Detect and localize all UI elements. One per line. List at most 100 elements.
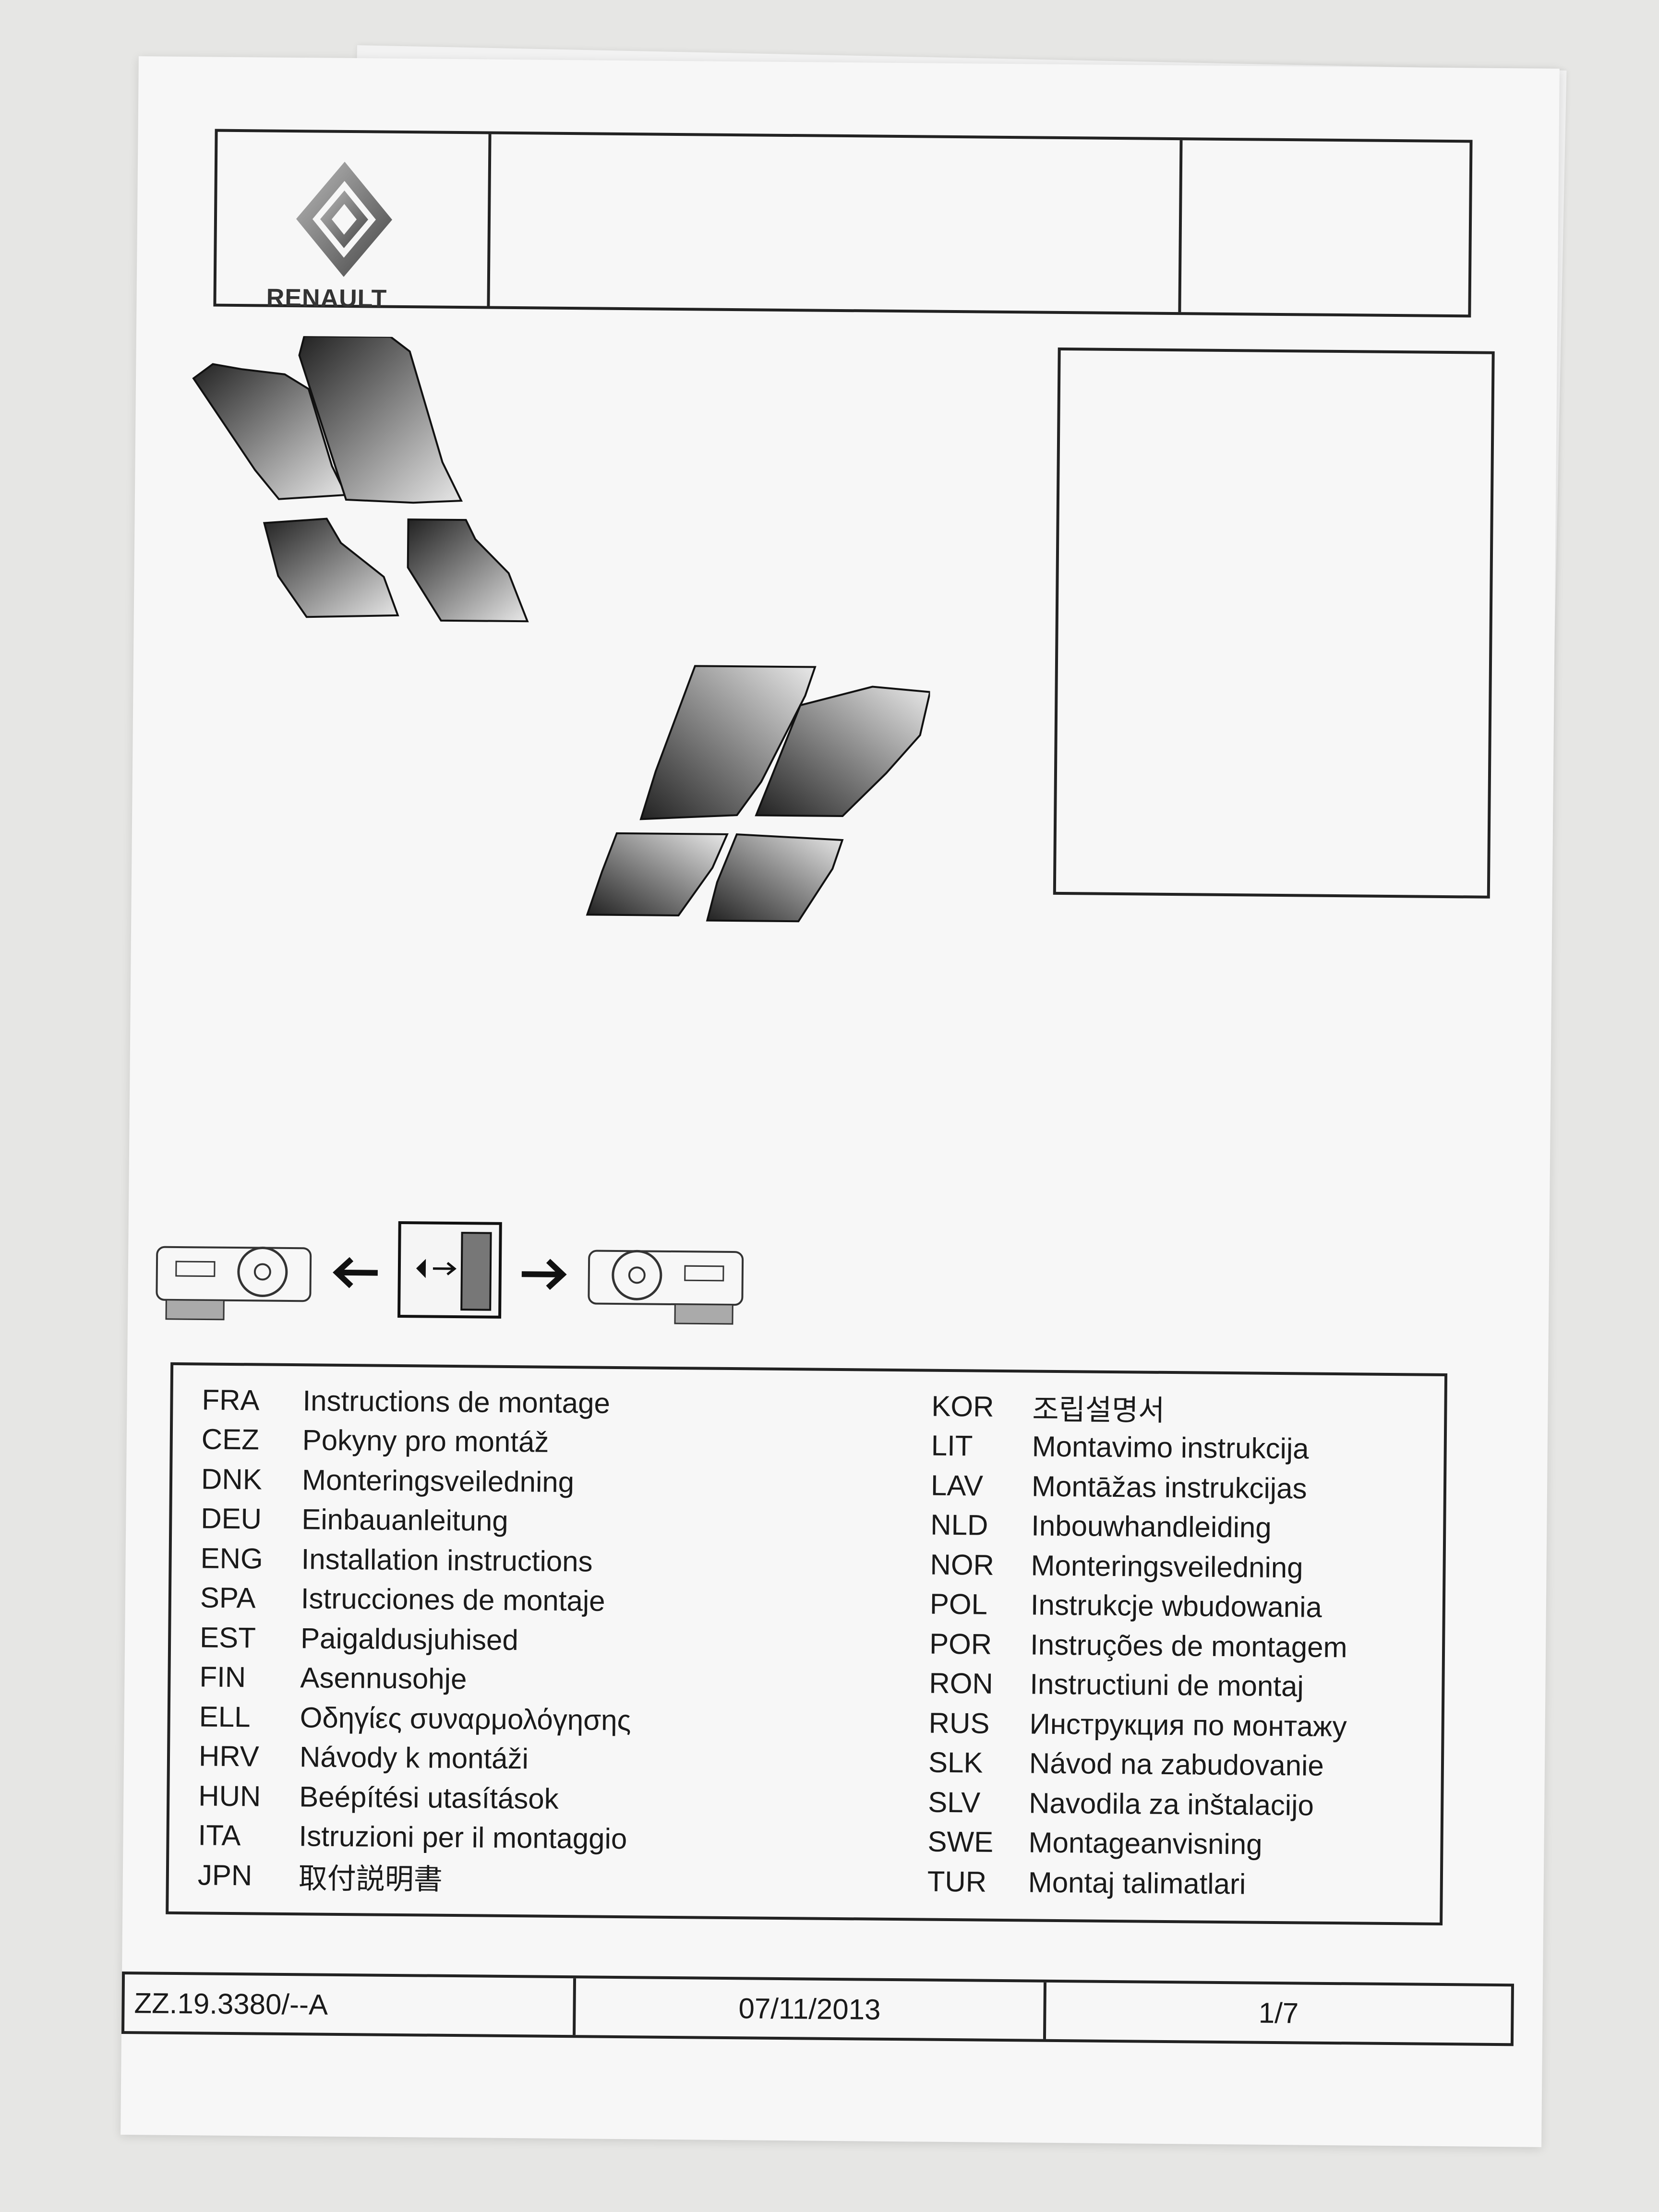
language-title: Installation instructions [301,1542,593,1578]
header-title-cell [490,134,1183,313]
language-title: Montageanvisning [1028,1826,1262,1861]
language-title: Montavimo instrukcija [1032,1430,1309,1465]
dashboard-lhd-icon [156,1246,312,1321]
language-code: SPA [200,1581,256,1614]
language-code: ITA [198,1819,241,1852]
rear-right-mat-a [586,832,729,917]
language-code: SLK [928,1746,983,1779]
dashboard-rhd-icon [588,1250,744,1325]
language-title: Istruzioni per il montaggio [299,1820,627,1855]
language-row: CEZ Pokyny pro montáž [201,1419,826,1465]
page-number: 1/7 [1258,1996,1299,2029]
header-frame: RENAULT [213,129,1475,318]
header-right-cell [1181,140,1475,314]
language-title: Einbauanleitung [301,1503,509,1538]
language-title: Instrukcje wbudowania [1030,1588,1322,1624]
language-row: EST Paigaldusjuhised [200,1617,824,1662]
language-title: 取付説明書 [298,1862,443,1896]
rear-right-mat-b [706,833,844,923]
document-date: 07/11/2013 [738,1992,881,2026]
language-code: HRV [198,1740,259,1773]
language-row: HUN Beépítési utasítások [198,1776,823,1821]
language-row: RON Instructiuni de montaj [929,1663,1433,1707]
language-title: Istrucciones de montaje [301,1582,605,1618]
renault-diamond-logo-icon [296,161,392,277]
language-code: SWE [927,1825,994,1859]
language-row: RUS Инструкция по монтажу [928,1703,1433,1747]
footer-page-cell: 1/7 [1046,1983,1511,2043]
language-code: HUN [198,1779,261,1813]
language-list-box: FRA Instructions de montage CEZ Pokyny pro… [166,1362,1448,1926]
language-code: POL [929,1587,988,1621]
language-row: SPA Istrucciones de montaje [200,1578,825,1623]
language-title: Οδηγίες συναρμολόγησης [300,1701,631,1736]
language-row: ELL Οδηγίες συναρμολόγησης [199,1696,823,1742]
language-code: EST [199,1621,256,1654]
language-code: NLD [930,1508,988,1541]
language-title: Inbouwhandleiding [1031,1509,1272,1544]
language-code: LAV [930,1469,984,1502]
language-code: FRA [202,1383,260,1417]
header-logo-cell: RENAULT [216,132,492,313]
language-code: RON [929,1667,994,1700]
rear-bench-mat-2 [639,665,817,820]
language-title: Instructiuni de montaj [1030,1668,1304,1703]
language-title: Pokyny pro montáž [302,1424,549,1458]
language-code: DEU [201,1502,262,1535]
language-code: SLV [927,1786,981,1819]
language-code: RUS [928,1707,990,1740]
language-title: Montāžas instrukcijas [1031,1470,1307,1505]
instruction-sheet: RENAULT [120,56,1560,2147]
front-right-mat [755,685,931,817]
rear-left-mat-a [263,517,399,618]
language-code: NOR [930,1548,995,1581]
language-title: Monteringsveiledning [1031,1549,1303,1584]
document-reference: ZZ.19.3380/--A [134,1986,328,2021]
footer-frame: ZZ.19.3380/--A 07/11/2013 1/7 [121,1972,1515,2046]
front-left-mat [192,363,348,500]
language-list-left: FRA Instructions de montage CEZ Pokyny pro… [198,1380,826,1900]
language-code: CEZ [201,1423,260,1456]
language-row: DNK Monteringsveiledning [201,1459,826,1504]
language-row: POL Instrukcje wbudowania [930,1584,1434,1628]
language-title: Beépítési utasítások [299,1780,559,1815]
language-row: ITA Istruzioni per il montaggio [198,1815,822,1861]
language-title: Instructions de montage [302,1384,611,1419]
language-code: DNK [201,1463,263,1496]
language-code: FIN [199,1660,246,1694]
door-sticker-icon [397,1221,502,1319]
rear-bench-mat [298,335,463,504]
arrow-left-icon [333,1257,378,1288]
arrow-right-icon [521,1259,567,1290]
language-row: SWE Montageanvisning [927,1822,1432,1866]
footer-reference-cell: ZZ.19.3380/--A [124,1974,577,2035]
language-title: Asennusohje [300,1661,467,1695]
language-code: KOR [931,1390,994,1423]
language-title: Monteringsveiledning [301,1463,575,1498]
language-row: FRA Instructions de montage [202,1380,826,1425]
language-code: ENG [200,1542,263,1575]
language-row: NLD Inbouwhandleiding [930,1505,1435,1549]
language-row: SLK Návod na zabudovanie [928,1743,1433,1787]
language-code: ELL [199,1700,251,1733]
rear-left-mat-b [407,518,529,623]
language-row: NOR Monteringsveiledning [930,1545,1434,1589]
language-title: Navodila za inštalacijo [1028,1787,1314,1822]
language-title: 조립설명서 [1032,1393,1165,1427]
language-title: Инструкция по монтажу [1029,1707,1347,1743]
steering-orientation-strip [152,1218,777,1334]
language-title: Paigaldusjuhised [300,1622,519,1656]
footer-date-cell: 07/11/2013 [576,1978,1047,2039]
language-row: KOR 조립설명서 [931,1386,1436,1431]
language-row: JPN 取付説明書 [198,1855,822,1900]
language-row: DEU Einbauanleitung [201,1499,825,1544]
language-title: Návody k montáži [299,1741,529,1775]
language-title: Návod na zabudovanie [1029,1747,1324,1782]
language-code: JPN [197,1859,252,1892]
language-title: Montaj talimatlari [1028,1866,1246,1900]
language-code: POR [929,1627,992,1660]
